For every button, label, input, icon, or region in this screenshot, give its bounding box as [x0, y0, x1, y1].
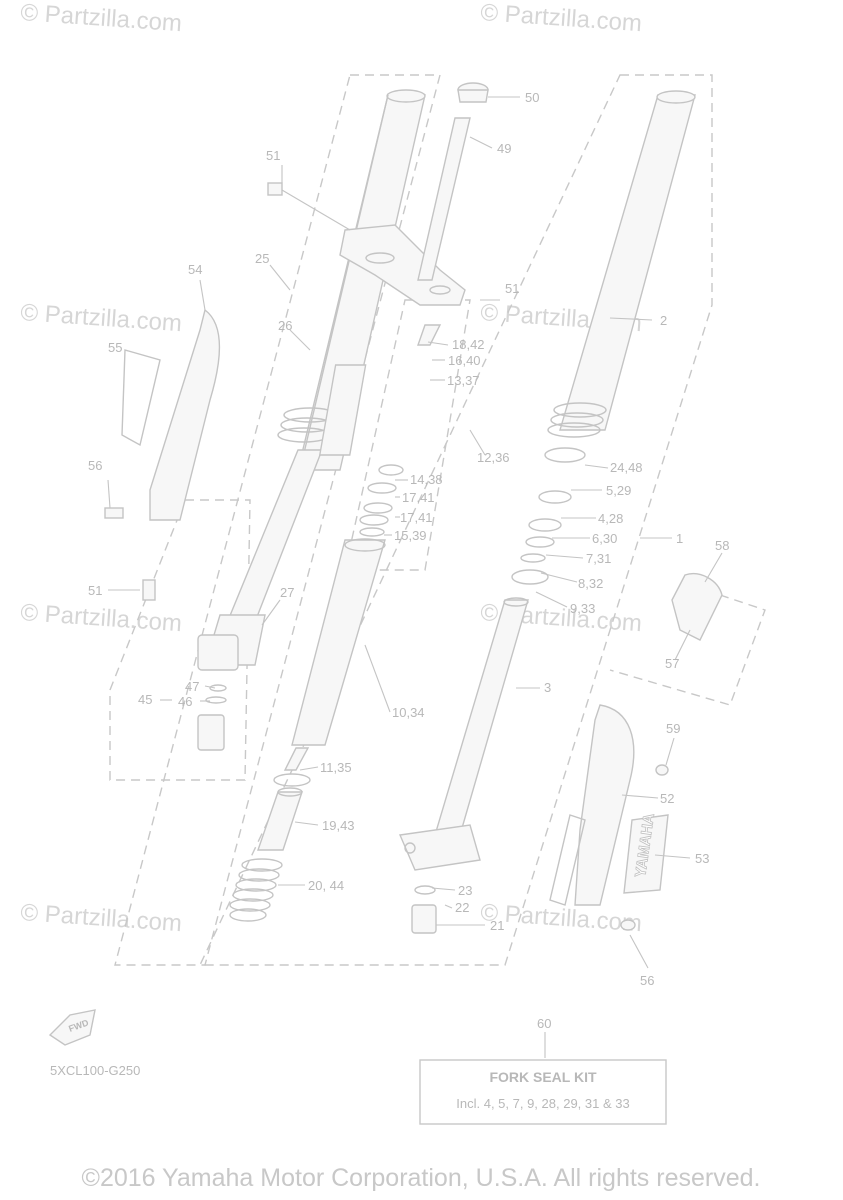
- fork-seal-kit-note: Incl. 4, 5, 7, 9, 28, 29, 31 & 33: [456, 1096, 629, 1111]
- watermark: © Partzilla.com: [20, 899, 183, 937]
- part-label-20-44: 20, 44: [308, 878, 344, 893]
- fwd-arrow-icon: FWD: [48, 1009, 96, 1046]
- assembly-outlines: [109, 74, 766, 966]
- fork-protector: [671, 573, 723, 641]
- cartridge: [273, 538, 386, 787]
- part-label-13-37: 13,37: [447, 373, 480, 388]
- part-label-27: 27: [280, 585, 294, 600]
- part-label-52: 52: [660, 791, 674, 806]
- part-label-18-42: 18,42: [452, 337, 485, 352]
- part-label-53: 53: [695, 851, 709, 866]
- part-label-51-top: 51: [266, 148, 280, 163]
- part-label-51-left: 51: [88, 583, 102, 598]
- part-label-54: 54: [188, 262, 202, 277]
- part-label-56-right: 56: [640, 973, 654, 988]
- part-label-23: 23: [458, 883, 472, 898]
- part-label-50: 50: [525, 90, 539, 105]
- fork-seal-kit-title: FORK SEAL KIT: [489, 1069, 597, 1085]
- protector-outline: [609, 594, 766, 706]
- part-label-46: 46: [178, 694, 192, 709]
- part-label-49: 49: [497, 141, 511, 156]
- part-label-60: 60: [537, 1016, 551, 1031]
- left-outer-tube: [204, 89, 426, 666]
- part-label-47: 47: [185, 679, 199, 694]
- left-clamp: [339, 224, 466, 306]
- part-label-7-31: 7,31: [586, 551, 611, 566]
- fork-guard-right: YAMAHA: [549, 704, 669, 931]
- bottom-bolt-parts: [197, 684, 227, 751]
- part-label-58: 58: [715, 538, 729, 553]
- part-label-22: 22: [455, 900, 469, 915]
- diagram-code: 5XCL100-G250: [50, 1063, 140, 1078]
- fork-seal-kit-box: FORK SEAL KIT Incl. 4, 5, 7, 9, 28, 29, …: [419, 1059, 667, 1125]
- part-label-10-34: 10,34: [392, 705, 425, 720]
- right-outer-tube: [547, 90, 696, 438]
- part-label-1: 1: [676, 531, 683, 546]
- damper-outline: [344, 299, 471, 571]
- bolt-51-mid: [142, 579, 239, 671]
- damper-rod: [318, 82, 489, 537]
- part-label-16-40: 16,40: [448, 353, 481, 368]
- bolt-51-top: [267, 182, 351, 231]
- part-label-24-48: 24,48: [610, 460, 643, 475]
- part-label-45: 45: [138, 692, 152, 707]
- spring: [229, 787, 303, 922]
- part-label-59: 59: [666, 721, 680, 736]
- part-label-2: 2: [660, 313, 667, 328]
- watermark: © Partzilla.com: [20, 599, 183, 637]
- part-labels: 1 2 3 4,28 5,29 6,30 7,31 8,32 9,33 10,3…: [88, 90, 729, 1031]
- watermark: © Partzilla.com: [20, 299, 183, 337]
- part-label-8-32: 8,32: [578, 576, 603, 591]
- fork-guard-left: [104, 308, 221, 521]
- part-label-57: 57: [665, 656, 679, 671]
- right-fork-outline: [198, 74, 713, 966]
- lower-left-outline: [109, 499, 251, 781]
- seal-stack: [511, 447, 586, 585]
- part-label-21: 21: [490, 918, 504, 933]
- part-label-25: 25: [255, 251, 269, 266]
- copyright-notice: ©2016 Yamaha Motor Corporation, U.S.A. A…: [82, 1164, 761, 1192]
- part-label-19-43: 19,43: [322, 818, 355, 833]
- part-label-14-38: 14,38: [410, 472, 443, 487]
- part-label-12-36: 12,36: [477, 450, 510, 465]
- part-label-4-28: 4,28: [598, 511, 623, 526]
- part-label-56-left: 56: [88, 458, 102, 473]
- part-label-17-41a: 17,41: [402, 490, 435, 505]
- part-label-51-right: 51: [505, 281, 519, 296]
- inner-tube: [398, 597, 529, 934]
- part-label-15-39: 15,39: [394, 528, 427, 543]
- part-label-5-29: 5,29: [606, 483, 631, 498]
- part-label-11-35: 11,35: [320, 760, 352, 775]
- part-label-55: 55: [108, 340, 122, 355]
- part-label-17-41b: 17,41: [400, 510, 433, 525]
- part-label-6-30: 6,30: [592, 531, 617, 546]
- part-label-3: 3: [544, 680, 551, 695]
- watermark: © Partzilla.com: [480, 0, 643, 37]
- watermark: © Partzilla.com: [20, 0, 183, 37]
- part-label-9-33: 9,33: [570, 601, 595, 616]
- part-label-26: 26: [278, 318, 292, 333]
- leader-lines: [107, 96, 723, 1058]
